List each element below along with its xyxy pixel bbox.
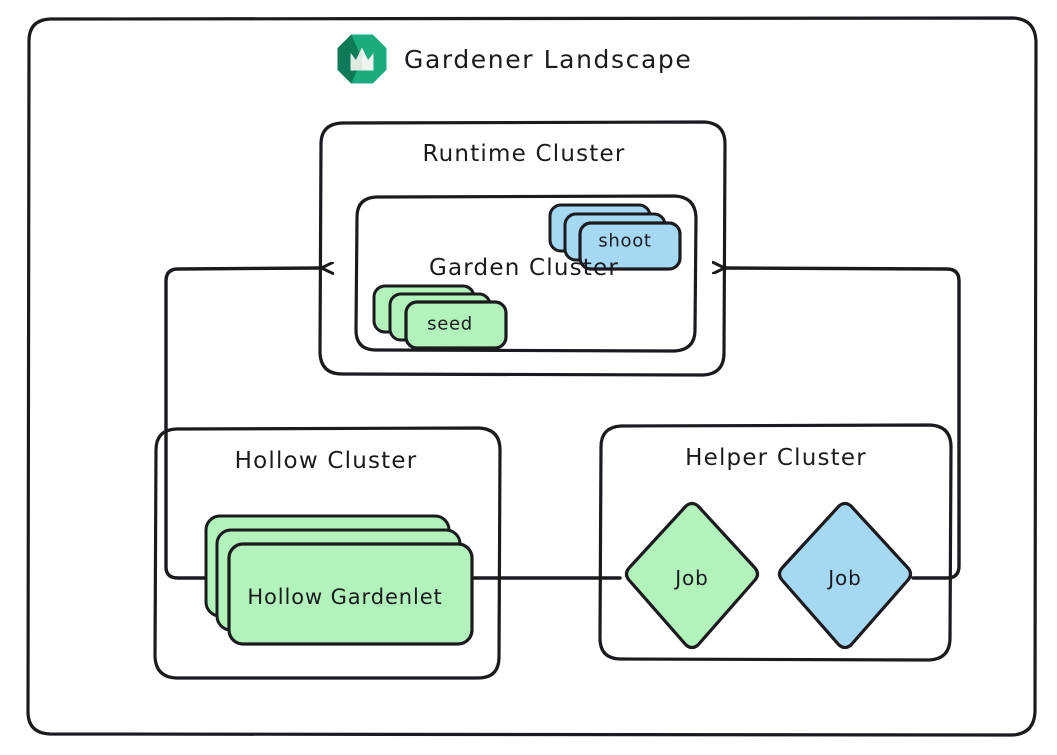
connector-hollow-gardenlet-to-runtime-cluster[interactable] [164,268,322,580]
seed-card-front [404,300,508,350]
seed-stack[interactable] [372,284,508,350]
shoot-card-front [578,221,682,271]
shoot-stack[interactable] [548,203,682,271]
runtime-cluster-box[interactable] [318,120,727,377]
landscape-title: Gardener Landscape [404,44,693,74]
hollow-cluster-box[interactable] [153,426,502,680]
job-green-diamond[interactable] [624,501,760,650]
job-blue-diamond[interactable] [777,501,913,650]
connector-job-blue-to-runtime-cluster[interactable] [724,268,961,580]
hollow-gardenlet-stack[interactable] [204,514,474,646]
garden-cluster-box[interactable] [354,194,698,353]
landscape-header: Gardener Landscape [336,32,692,86]
gardener-landscape-container[interactable] [26,16,1038,737]
gardener-logo-icon [336,33,388,85]
hollow-gardenlet-card-front [227,542,474,646]
helper-cluster-box[interactable] [598,423,953,662]
